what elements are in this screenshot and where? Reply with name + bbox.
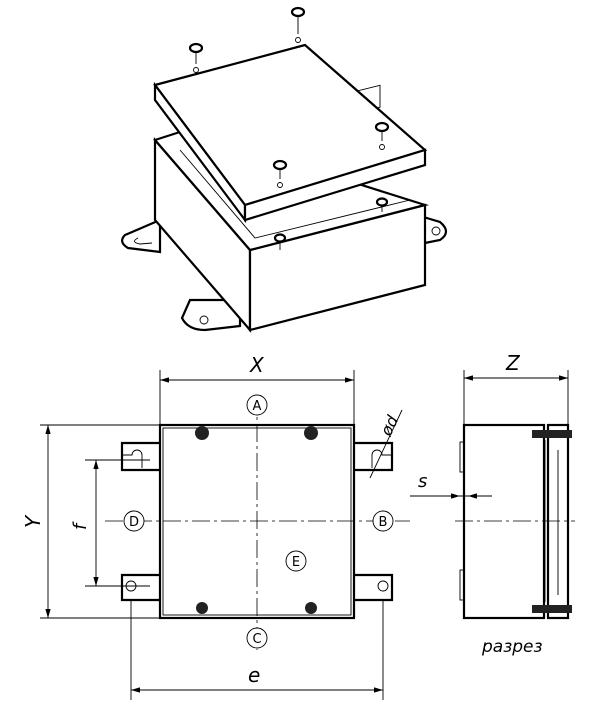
front-view: X Y f e ød A B C D E	[21, 353, 410, 700]
svg-text:D: D	[129, 515, 139, 530]
dim-x-label: X	[249, 353, 265, 377]
dim-z-label: Z	[505, 351, 521, 375]
isometric-view	[121, 6, 448, 333]
section-label: разрез	[481, 637, 543, 657]
lid-screws	[188, 6, 390, 250]
ear-top-left	[120, 441, 160, 472]
svg-text:C: C	[252, 632, 261, 647]
svg-text:B: B	[379, 515, 388, 530]
marker-e: E	[285, 550, 307, 572]
section-body	[462, 423, 546, 620]
bottom-flange	[180, 298, 242, 332]
marker-d: D	[123, 510, 145, 532]
ear-bottom-left	[120, 573, 160, 602]
dim-f-label: f	[70, 521, 91, 530]
ear-top-right	[354, 441, 394, 472]
dim-y-label: Y	[21, 514, 45, 528]
lid-front-edge	[243, 148, 427, 222]
marker-a: A	[246, 394, 268, 416]
screw-icon	[195, 426, 209, 440]
dim-s-label: s	[418, 471, 427, 492]
svg-text:A: A	[253, 399, 262, 414]
dim-e-label: e	[248, 663, 260, 687]
ear-bottom-right	[354, 573, 394, 602]
left-flange	[121, 218, 162, 254]
marker-b: B	[372, 510, 394, 532]
svg-text:E: E	[292, 555, 300, 570]
section-view: Z s разрез	[410, 351, 575, 657]
marker-c: C	[246, 627, 268, 649]
dim-d-label: ød	[376, 412, 402, 440]
screw-icon	[304, 426, 318, 440]
screw-icon	[196, 602, 208, 614]
screw-icon	[305, 602, 317, 614]
